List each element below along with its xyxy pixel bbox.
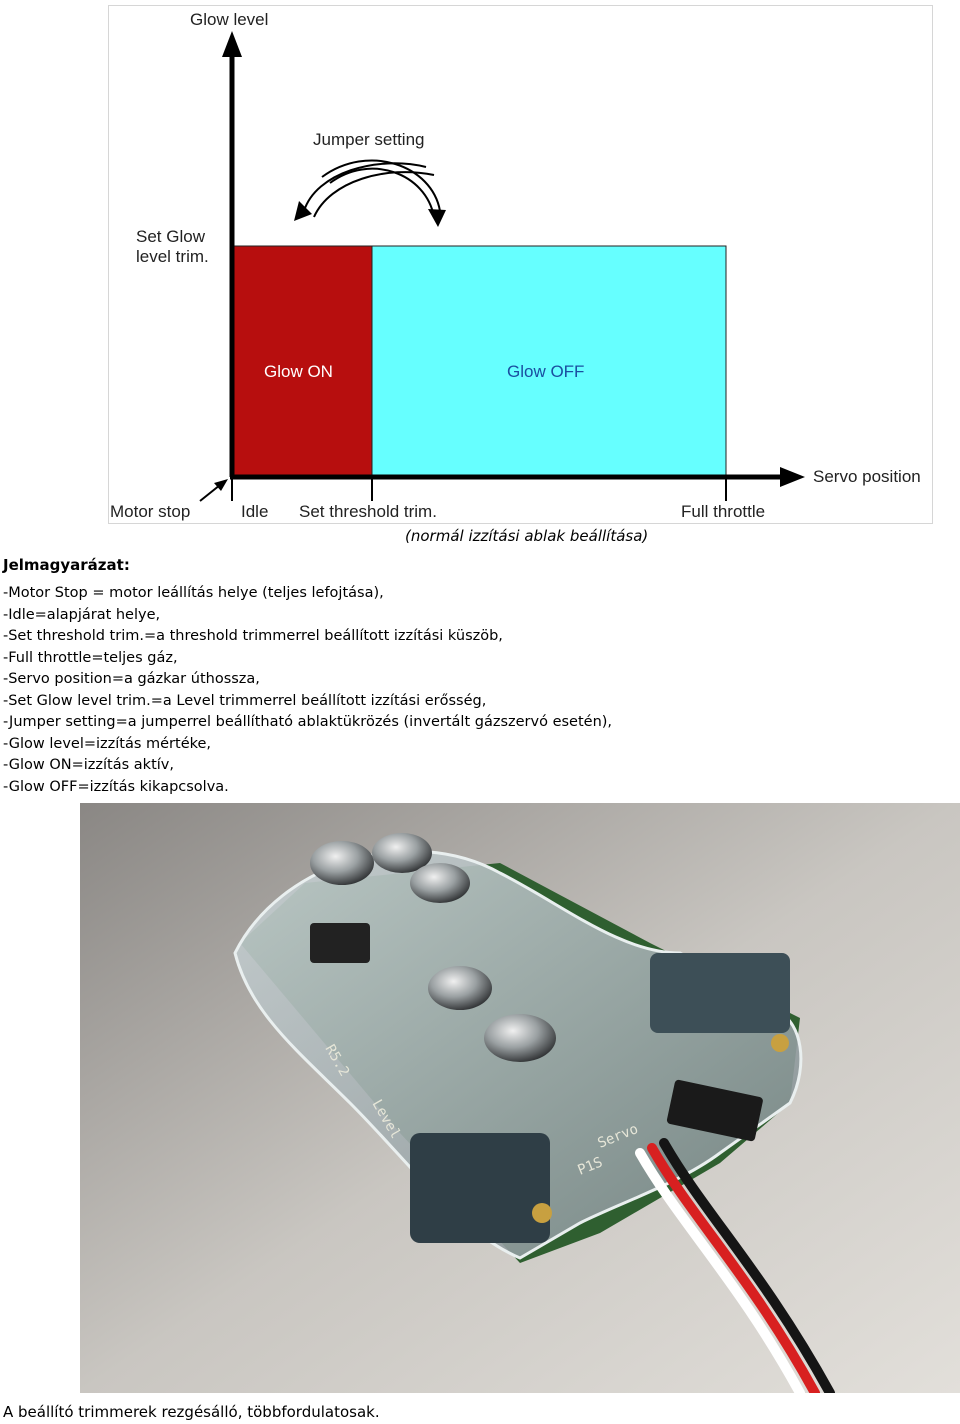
glow-window-diagram: Glow level Jumper setting Set Glow level… <box>108 5 933 524</box>
legend-list: -Motor Stop = motor leállítás helye (tel… <box>3 583 612 798</box>
jumper-header <box>666 1079 763 1142</box>
full-throttle-label: Full throttle <box>681 502 765 521</box>
device-photo: Servo P1S R5.2 Level <box>80 803 960 1393</box>
arrow-head-right <box>428 209 446 227</box>
photo-caption: A beállító trimmerek rezgésálló, többfor… <box>3 1403 380 1421</box>
set-glow-label: Set Glow <box>136 227 206 246</box>
legend-item: -Set Glow level trim.=a Level trimmerrel… <box>3 692 487 709</box>
legend-item: -Servo position=a gázkar úthossza, <box>3 671 260 687</box>
jumper-setting-label: Jumper setting <box>313 130 425 149</box>
y-axis <box>222 31 242 477</box>
y-axis-label: Glow level <box>190 10 268 29</box>
legend-item: -Motor Stop = motor leállítás helye (tel… <box>3 585 384 601</box>
legend-item: -Set threshold trim.=a threshold trimmer… <box>3 628 503 644</box>
arrow-head-left <box>294 201 312 221</box>
x-axis <box>230 467 805 487</box>
set-glow-label-2: level trim. <box>136 247 209 266</box>
jumper-swap-arrows-icon <box>303 159 441 218</box>
motor-stop-arrow <box>199 479 228 502</box>
capacitors <box>310 833 556 1062</box>
legend-item: -Glow ON=izzítás aktív, <box>3 757 174 773</box>
legend-item: -Jumper setting=a jumperrel beállítható … <box>3 714 613 730</box>
x-axis-label: Servo position <box>813 467 921 486</box>
legend-item: -Idle=alapjárat helye, <box>3 606 161 623</box>
legend-item: -Glow OFF=izzítás kikapcsolva. <box>3 778 229 795</box>
idle-label: Idle <box>241 502 268 521</box>
glow-off-label: Glow OFF <box>507 362 584 381</box>
motor-stop-label: Motor stop <box>110 502 190 521</box>
glow-on-region <box>230 245 373 478</box>
glow-on-label: Glow ON <box>264 362 333 381</box>
legend-item: -Glow level=izzítás mértéke, <box>3 735 212 752</box>
threshold-label: Set threshold trim. <box>299 502 437 521</box>
diagram-caption: (normál izzítási ablak beállítása) <box>405 527 649 545</box>
glow-off-region <box>371 245 727 478</box>
legend-item: -Full throttle=teljes gáz, <box>3 649 178 666</box>
trimmer-icon <box>532 1203 552 1223</box>
legend-title: Jelmagyarázat: <box>3 556 130 574</box>
servo-cable <box>635 1138 835 1393</box>
trimmer-icon <box>771 1034 789 1052</box>
